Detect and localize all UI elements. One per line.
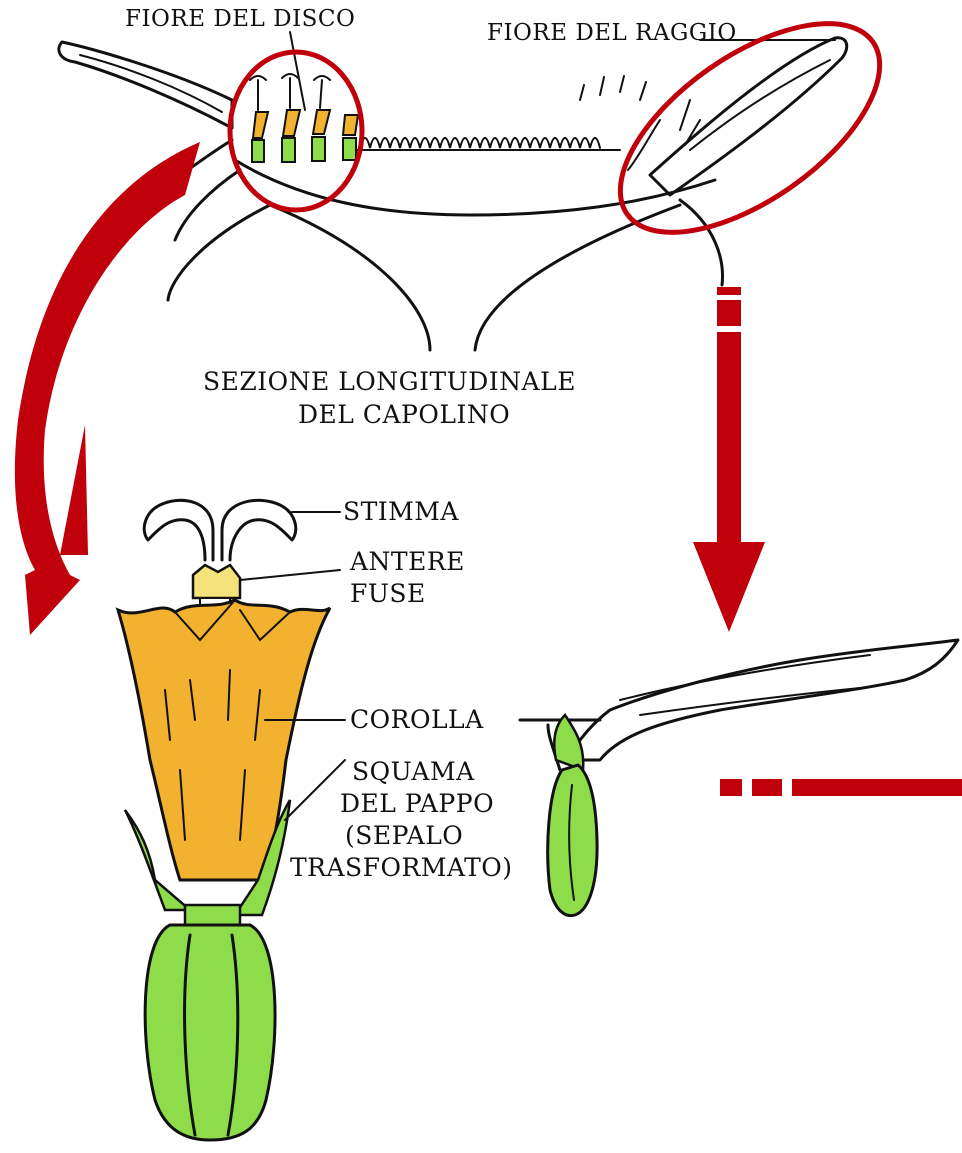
pappus-label-line4: TRASFORMATO) bbox=[290, 853, 513, 882]
disc-leader bbox=[290, 32, 305, 110]
disc-flower-detail: STIMMA ANTERE FUSE COROLLA SQUAMA DEL PA… bbox=[118, 497, 513, 1140]
curved-arrow-to-disc-flower bbox=[15, 142, 200, 635]
straight-arrow-to-ray-flower bbox=[693, 287, 765, 632]
ray-flower-detail bbox=[520, 640, 958, 916]
pappus-label-line3: (SEPALO bbox=[345, 821, 463, 850]
florets-row bbox=[355, 76, 646, 150]
anthers-label-line2: FUSE bbox=[350, 579, 426, 608]
corolla-label: COROLLA bbox=[350, 705, 484, 734]
pappus-label-line2: DEL PAPPO bbox=[340, 789, 494, 818]
disc-flower-label: FIORE DEL DISCO bbox=[125, 6, 355, 32]
ray-flower-label: FIORE DEL RAGGIO bbox=[487, 20, 737, 46]
pappus-label-line1: SQUAMA bbox=[352, 757, 475, 786]
section-caption-line2: DEL CAPOLINO bbox=[298, 400, 510, 429]
dashed-connector bbox=[720, 779, 962, 796]
section-caption-line1: SEZIONE LONGITUDINALE bbox=[203, 367, 576, 396]
capitulum-section: FIORE DEL DISCO FIORE DEL RAGGIO SEZIONE… bbox=[59, 0, 914, 429]
stigma-label: STIMMA bbox=[343, 497, 459, 526]
disc-florets-colored bbox=[250, 74, 358, 162]
anthers-label-line1: ANTERE bbox=[349, 547, 465, 576]
